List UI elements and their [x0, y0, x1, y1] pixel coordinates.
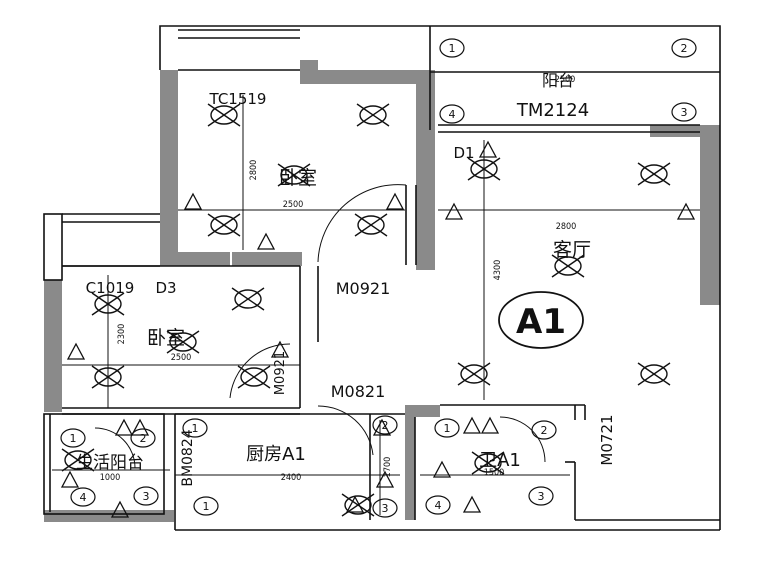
svg-text:2: 2 — [382, 419, 389, 432]
dim-living-depth: 4300 — [493, 260, 503, 281]
door-code-bm0824: BM0824 — [180, 429, 196, 486]
svg-text:1: 1 — [192, 422, 199, 435]
dim-bath-width: 1500 — [484, 468, 505, 478]
bedroom-2-window-code: C1019 — [86, 279, 135, 297]
door-code-m0821: M0821 — [331, 382, 386, 401]
svg-text:3: 3 — [538, 490, 545, 503]
dim-bedroom2-depth: 2300 — [117, 324, 127, 345]
dim-balcony-width: 2500 — [555, 75, 576, 85]
bedroom-2-door-tag: D3 — [155, 279, 176, 297]
walls — [44, 60, 720, 522]
door-swings — [94, 184, 546, 469]
door-code-m0921-bedroom2: M0921 — [273, 351, 288, 395]
room-bedroom-2: 卧室 — [147, 327, 185, 349]
svg-text:1: 1 — [203, 500, 210, 513]
dim-kitchen-width: 2400 — [281, 473, 302, 483]
unit-label-ring — [498, 291, 584, 349]
door-code-m0921: M0921 — [336, 279, 391, 298]
number-markers — [60, 38, 697, 518]
bedroom-1-window-code: TC1519 — [209, 90, 267, 108]
svg-text:2: 2 — [140, 432, 147, 445]
dim-bedroom2-width: 2500 — [171, 353, 192, 363]
svg-text:3: 3 — [681, 106, 688, 119]
dim-bedroom1-depth: 2800 — [249, 160, 259, 181]
svg-text:1: 1 — [70, 432, 77, 445]
dim-living-width: 2800 — [556, 222, 577, 232]
room-balcony: 阳台 — [542, 71, 574, 90]
balcony-door-code: TM2124 — [516, 100, 589, 121]
dim-bedroom1-width: 2500 — [283, 200, 304, 210]
svg-text:1: 1 — [449, 42, 456, 55]
svg-text:4: 4 — [449, 108, 456, 121]
svg-text:4: 4 — [435, 499, 442, 512]
room-bathroom: 卫A1 — [479, 450, 521, 471]
living-door-code: D1 — [453, 144, 474, 162]
svg-text:3: 3 — [143, 490, 150, 503]
dim-kitchen-depth: 1700 — [383, 457, 393, 478]
lamp-symbols — [61, 103, 671, 517]
room-kitchen: 厨房A1 — [246, 444, 306, 465]
door-code-m0721: M0721 — [598, 414, 616, 465]
dim-service-balcony-width: 1000 — [100, 473, 121, 483]
svg-text:2: 2 — [541, 424, 548, 437]
room-bedroom-1: 卧室 — [279, 167, 317, 189]
unit-label: A1 — [516, 302, 566, 342]
wall-lines — [43, 25, 721, 531]
svg-text:1: 1 — [444, 422, 451, 435]
room-service-balcony: 生活阳台 — [76, 453, 144, 473]
svg-text:4: 4 — [80, 491, 87, 504]
svg-text:2: 2 — [681, 42, 688, 55]
svg-text:3: 3 — [382, 502, 389, 515]
room-living: 客厅 — [553, 239, 591, 261]
marker-numbers: 1 2 4 3 1 1 2 3 1 2 4 3 1 2 4 3 — [70, 42, 688, 515]
